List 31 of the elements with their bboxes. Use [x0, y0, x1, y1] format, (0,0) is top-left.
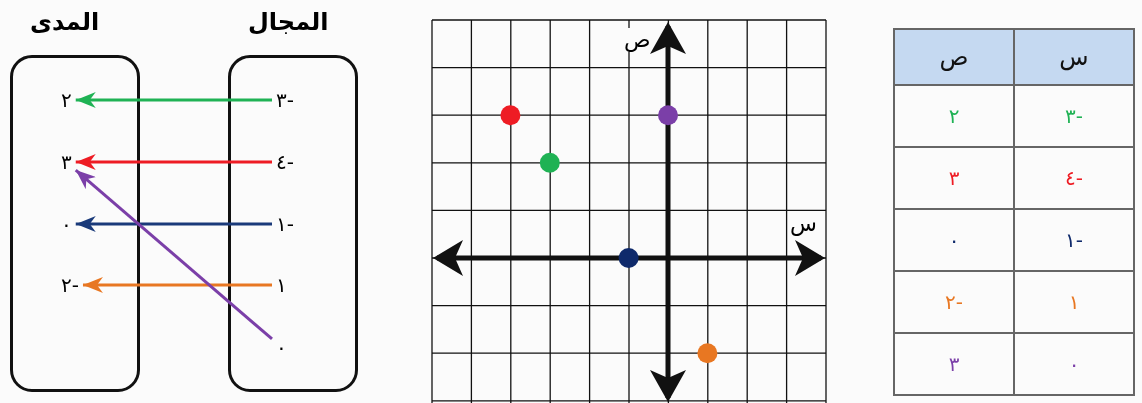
set-box — [228, 55, 358, 392]
set-element: ١ — [276, 273, 287, 297]
table-cell: ٣ — [894, 147, 1014, 209]
set-element: -٣ — [276, 88, 294, 112]
table-cell: ٠ — [894, 209, 1014, 271]
set-element: -٤ — [276, 150, 294, 174]
set-element: ٠ — [276, 335, 287, 359]
set-element: ٠ — [61, 212, 72, 236]
box-heading: المجال — [248, 8, 329, 36]
table-cell: ٣ — [894, 333, 1014, 395]
arrow — [75, 92, 272, 108]
set-box — [10, 55, 140, 392]
arrow — [75, 216, 272, 232]
arrow — [74, 168, 273, 341]
axis-label: ص — [624, 28, 651, 52]
set-element: -٢ — [61, 273, 79, 297]
table-cell: ٢ — [894, 85, 1014, 147]
table-cell: -١ — [1014, 209, 1134, 271]
set-element: -١ — [276, 212, 294, 236]
arrow — [82, 277, 272, 293]
arrow — [75, 154, 272, 170]
table-cell: -٣ — [1014, 85, 1134, 147]
header-cell: ص — [894, 29, 1014, 85]
box-heading: المدى — [30, 8, 100, 36]
set-element: ٣ — [61, 150, 72, 174]
table-cell: -٤ — [1014, 147, 1134, 209]
table-cell: -٢ — [894, 271, 1014, 333]
header-cell: س — [1014, 29, 1134, 85]
table-cell: ١ — [1014, 271, 1134, 333]
set-element: ٢ — [61, 88, 72, 112]
table-cell: ٠ — [1014, 333, 1134, 395]
